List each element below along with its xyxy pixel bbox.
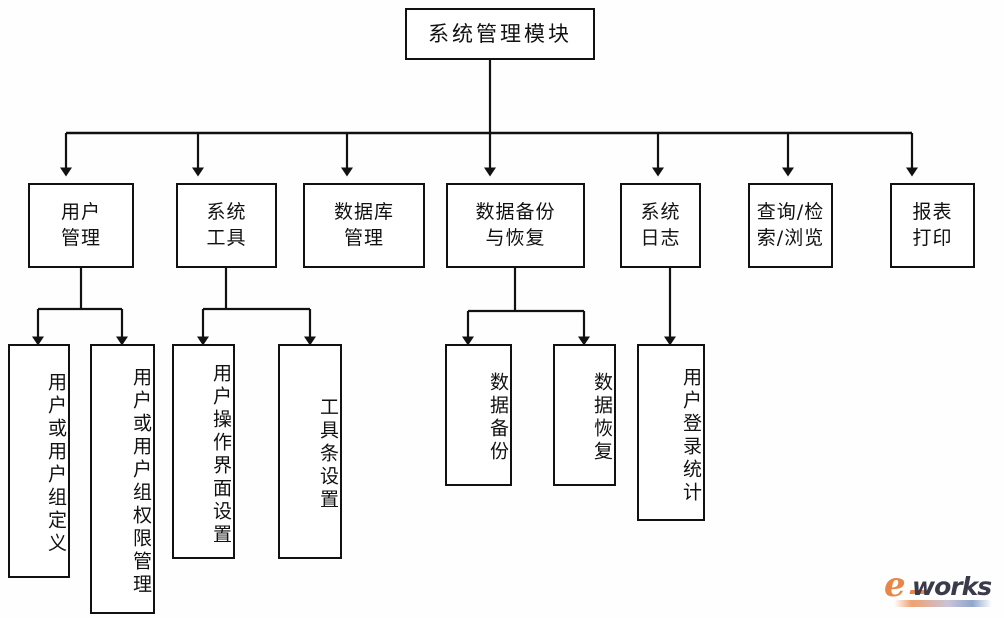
node-label: 数据恢复	[591, 372, 613, 464]
node-label: 用户操作界面设置	[210, 362, 232, 547]
node-user-or-group-permission-management[interactable]: 用户或用户组权限管理	[90, 344, 155, 614]
logo-e-letter: e	[884, 565, 906, 605]
node-user-login-statistics[interactable]: 用户登录统计	[637, 344, 705, 521]
node-query-search-browse[interactable]: 查询/检 索/浏览	[748, 183, 833, 268]
eworks-logo: e works	[884, 565, 994, 610]
node-data-backup-restore[interactable]: 数据备份 与恢复	[446, 183, 585, 268]
node-label: 工具条设置	[317, 397, 339, 512]
node-report-print[interactable]: 报表 打印	[890, 183, 975, 268]
node-label: 数据备份	[487, 372, 509, 464]
node-data-restore[interactable]: 数据恢复	[553, 344, 616, 486]
node-user-interface-settings[interactable]: 用户操作界面设置	[172, 344, 235, 559]
node-user-or-group-definition[interactable]: 用户或用户组定义	[8, 344, 70, 578]
logo-works-text: works	[912, 572, 992, 601]
node-label: 用户登录统计	[680, 366, 702, 505]
node-toolbar-settings[interactable]: 工具条设置	[278, 344, 342, 559]
logo-gradient-bar	[894, 600, 992, 607]
node-label: 用户或用户组权限管理	[130, 367, 152, 597]
node-user-management[interactable]: 用户 管理	[28, 183, 134, 268]
node-root-system-management[interactable]: 系统管理模块	[405, 8, 595, 60]
node-label: 用户或用户组定义	[45, 372, 67, 556]
node-system-tools[interactable]: 系统 工具	[176, 183, 277, 268]
node-data-backup[interactable]: 数据备份	[445, 344, 512, 486]
node-system-log[interactable]: 系统 日志	[620, 183, 701, 268]
node-database-management[interactable]: 数据库 管理	[303, 183, 425, 268]
